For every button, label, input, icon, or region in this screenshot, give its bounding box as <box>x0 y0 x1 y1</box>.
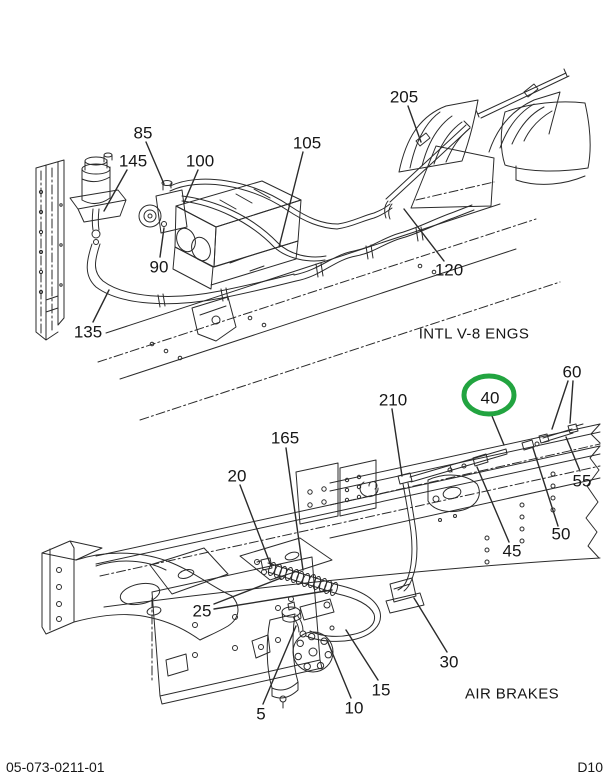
callout-165: 165 <box>270 428 300 448</box>
callout-45: 45 <box>502 541 522 561</box>
callout-145: 145 <box>118 151 148 171</box>
figure-top-drawing <box>35 68 591 421</box>
highlight-ellipse <box>461 373 517 417</box>
callout-205: 205 <box>389 87 419 107</box>
callout-85: 85 <box>133 123 153 143</box>
figure-top-caption: INTL V-8 ENGS <box>418 325 530 343</box>
callout-40-highlighted: 40 <box>480 388 500 408</box>
callout-100: 100 <box>185 151 215 171</box>
callout-50: 50 <box>551 524 571 544</box>
callout-90: 90 <box>149 257 169 277</box>
callout-20: 20 <box>227 466 247 486</box>
figure-bottom-leader-lines <box>213 380 581 705</box>
callout-55: 55 <box>572 471 592 491</box>
callout-210: 210 <box>378 390 408 410</box>
figure-bottom-drawing <box>41 380 601 709</box>
doc-number: 05-073-0211-01 <box>6 759 105 775</box>
callout-25: 25 <box>192 601 212 621</box>
callout-10: 10 <box>344 698 364 718</box>
callout-30: 30 <box>439 652 459 672</box>
callout-5: 5 <box>256 704 266 724</box>
callout-135: 135 <box>73 322 103 342</box>
callout-60: 60 <box>562 362 582 382</box>
figure-bottom-caption: AIR BRAKES <box>464 685 560 703</box>
figure-top-leader-lines <box>92 105 445 323</box>
callout-15: 15 <box>371 680 391 700</box>
page-code: D10 <box>577 759 603 775</box>
callout-120: 120 <box>434 260 464 280</box>
callout-105: 105 <box>292 133 322 153</box>
